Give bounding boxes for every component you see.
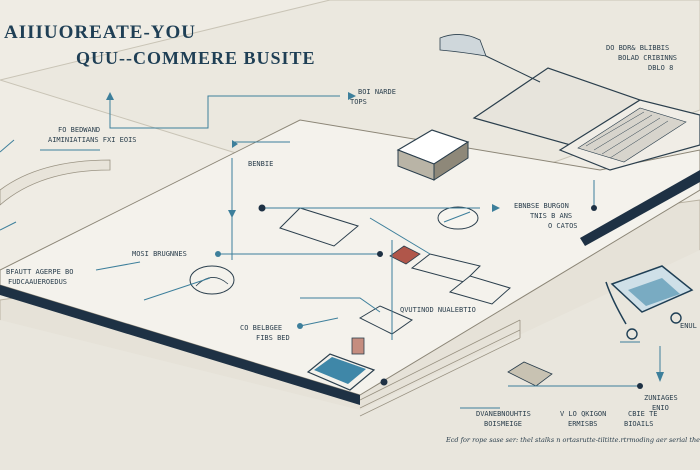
label-center-small: BENBIE <box>248 160 274 168</box>
page-title-line-1: AIIIUOREATE-YOU <box>4 22 197 43</box>
shop-stall-doodle <box>507 361 553 387</box>
label-bottom-right-4: BIOAILS <box>624 420 654 428</box>
page-title-line-2: QUU--COMMERE BUSITE <box>76 48 316 68</box>
book-dark-edge-right <box>580 170 700 246</box>
shopping-cart-icon <box>605 265 694 340</box>
label-bottom-mid-1: DVANEBNOUHTIS <box>476 410 531 418</box>
dot-marker <box>380 378 388 386</box>
label-right-lower: ENUL <box>680 322 697 330</box>
store-box-illustration <box>396 129 470 181</box>
compass-dial <box>437 206 479 230</box>
label-left-lower: BFAUTT AGERPE BO <box>6 268 74 276</box>
phone-illustration <box>306 353 376 391</box>
book-bottom-shadow <box>0 250 700 470</box>
label-bottom-mid-4: ERMISBS <box>568 420 598 428</box>
label-bottom-center: QVUTINOD NUALEBTIO <box>400 306 476 314</box>
label-bottom-left: CO BELBGEE <box>240 324 283 332</box>
label-bottom-right-2: ENIO <box>652 404 669 412</box>
label-mid-top: BOI NARDE <box>358 88 396 96</box>
label-bottom-mid-3: V LO QKIGON <box>560 410 607 418</box>
card-illustration-2 <box>410 253 481 283</box>
label-left-upper-2: AIMINIATIANS FXI EOIS <box>48 136 137 144</box>
page-curl-left <box>0 159 111 206</box>
label-bottom-right-3: CBIE TE <box>628 410 658 418</box>
compass-needle <box>443 211 471 223</box>
cup-doodle <box>351 337 365 355</box>
card-illustration <box>279 207 360 247</box>
label-right-middle: EBNBSE BURGON <box>514 202 569 210</box>
page-lines <box>359 319 521 417</box>
label-top-right-3: DBLO 8 <box>648 64 674 72</box>
ship-line <box>485 55 541 83</box>
label-left-upper: FO BEDWAND <box>58 126 101 134</box>
bottom-caption: Ecd for rope sase ser: thel stalks n ort… <box>446 436 700 444</box>
globe-detail <box>195 277 229 287</box>
label-top-right: DO BDR& BLIBBIS <box>606 44 670 52</box>
connector-lines <box>0 95 661 409</box>
label-right-middle-3: O CATOS <box>548 222 578 230</box>
connector-markers <box>106 92 664 389</box>
tray-doodle <box>358 305 414 335</box>
label-bottom-mid-2: BOISMEIGE <box>484 420 522 428</box>
label-mid-top-2: TOPS <box>350 98 367 106</box>
label-left-middle: MOSI BRUGNNES <box>132 250 187 258</box>
label-right-middle-2: TNIS B ANS <box>530 212 573 220</box>
laptop-illustration <box>472 67 700 171</box>
book-dark-edge <box>0 285 360 405</box>
label-top-right-2: BOLAD CRIBINNS <box>618 54 678 62</box>
label-bottom-left-2: FIBS BED <box>256 334 290 342</box>
globe-doodle <box>189 265 235 295</box>
label-left-lower-2: FUDCAAUEROEDUS <box>8 278 68 286</box>
label-bottom-right-1: ZUNIAGES <box>644 394 678 402</box>
card-illustration-3 <box>448 275 512 305</box>
boxes-doodle <box>389 245 421 265</box>
